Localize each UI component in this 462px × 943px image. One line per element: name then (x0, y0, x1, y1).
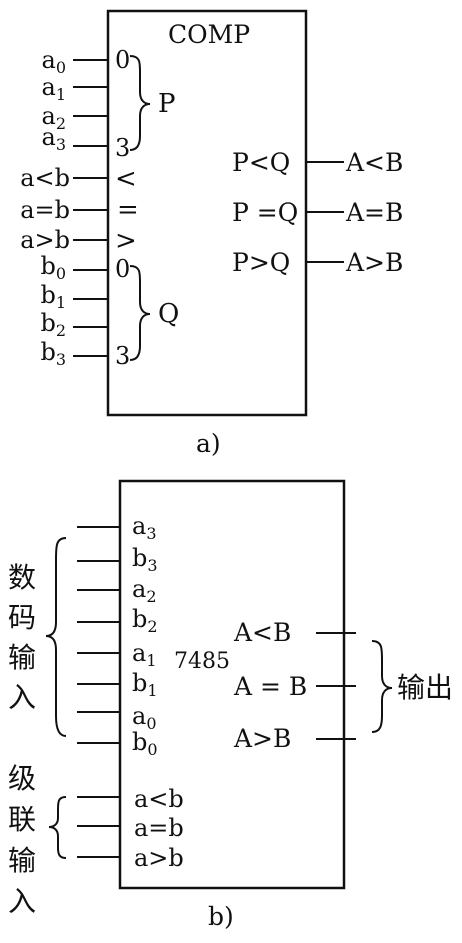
group-data-char-4: 入 (8, 681, 36, 714)
diagram-a: COMP a0 a1 a2 a3 a<b a=b a>b b0 b1 b2 b3… (20, 9, 403, 458)
group-cascade-char-4: 入 (8, 885, 36, 918)
input-label-a2: a2 (42, 102, 67, 133)
chip-pin-a0: a0 (132, 702, 157, 733)
input-label-altb: a<b (20, 164, 70, 192)
pin-label-q0: 0 (115, 255, 130, 283)
comp-title: COMP (168, 20, 250, 49)
chip-label: 7485 (174, 649, 230, 674)
pin-label-eq: = (117, 195, 139, 225)
group-cascade-char-2: 联 (8, 803, 36, 836)
chip-out-agtb: A>B (233, 724, 291, 753)
input-label-b3: b3 (40, 338, 66, 369)
chip-out-altb: A<B (233, 618, 291, 647)
group-label-p: P (158, 89, 176, 119)
chip-pin-b3: b3 (132, 544, 158, 575)
brace-q (129, 265, 151, 361)
brace-output (371, 640, 393, 733)
output-inner-pgtq: P>Q (232, 248, 290, 277)
chip-pin-aeqb: a=b (134, 814, 184, 842)
chip-pin-a1: a1 (132, 639, 157, 670)
pin-label-lt: < (115, 164, 137, 194)
input-label-a3: a3 (42, 123, 67, 154)
group-cascade-char-1: 级 (8, 762, 36, 795)
pin-label-q3: 3 (115, 342, 130, 370)
output-outer-altb: A<B (345, 148, 403, 177)
chip-pin-altb: a<b (134, 785, 184, 813)
input-label-b2: b2 (40, 309, 66, 340)
pin-label-p0: 0 (115, 46, 130, 74)
chip-pin-agtb: a>b (134, 844, 184, 872)
output-inner-pltq: P<Q (232, 148, 290, 177)
chip-out-aeqb: A = B (233, 672, 307, 701)
diagram-b: 7485 a3 b3 a2 b2 a1 b1 a0 b0 a<b a=b a>b… (8, 479, 453, 931)
chip-pin-b2: b2 (132, 605, 158, 636)
caption-b: b) (208, 902, 234, 931)
group-data-char-1: 数 (8, 561, 36, 594)
input-label-b0: b0 (40, 252, 66, 283)
input-label-b1: b1 (40, 281, 66, 312)
group-label-q: Q (158, 299, 179, 329)
input-label-a1: a1 (42, 73, 67, 104)
brace-data-input (45, 537, 67, 737)
chip-pin-a3: a3 (132, 512, 157, 543)
group-data-char-3: 输 (8, 641, 36, 674)
brace-cascade-input (48, 796, 67, 859)
output-inner-peqq: P =Q (232, 198, 298, 227)
output-outer-aeqb: A=B (345, 198, 403, 227)
pin-label-gt: > (115, 226, 137, 256)
chip-pin-a2: a2 (132, 575, 157, 606)
brace-p (129, 55, 151, 151)
group-cascade-char-3: 输 (8, 844, 36, 877)
input-label-aeqb: a=b (20, 196, 70, 224)
group-output-label: 输出 (397, 671, 453, 704)
pin-label-p3: 3 (115, 134, 130, 162)
input-label-a0: a0 (42, 46, 67, 77)
input-label-agtb: a>b (20, 226, 70, 254)
group-data-char-2: 码 (8, 601, 36, 634)
caption-a: a) (196, 429, 221, 458)
chip-pin-b1: b1 (132, 669, 158, 700)
output-outer-agtb: A>B (345, 248, 403, 277)
chip-pin-b0: b0 (132, 728, 158, 759)
